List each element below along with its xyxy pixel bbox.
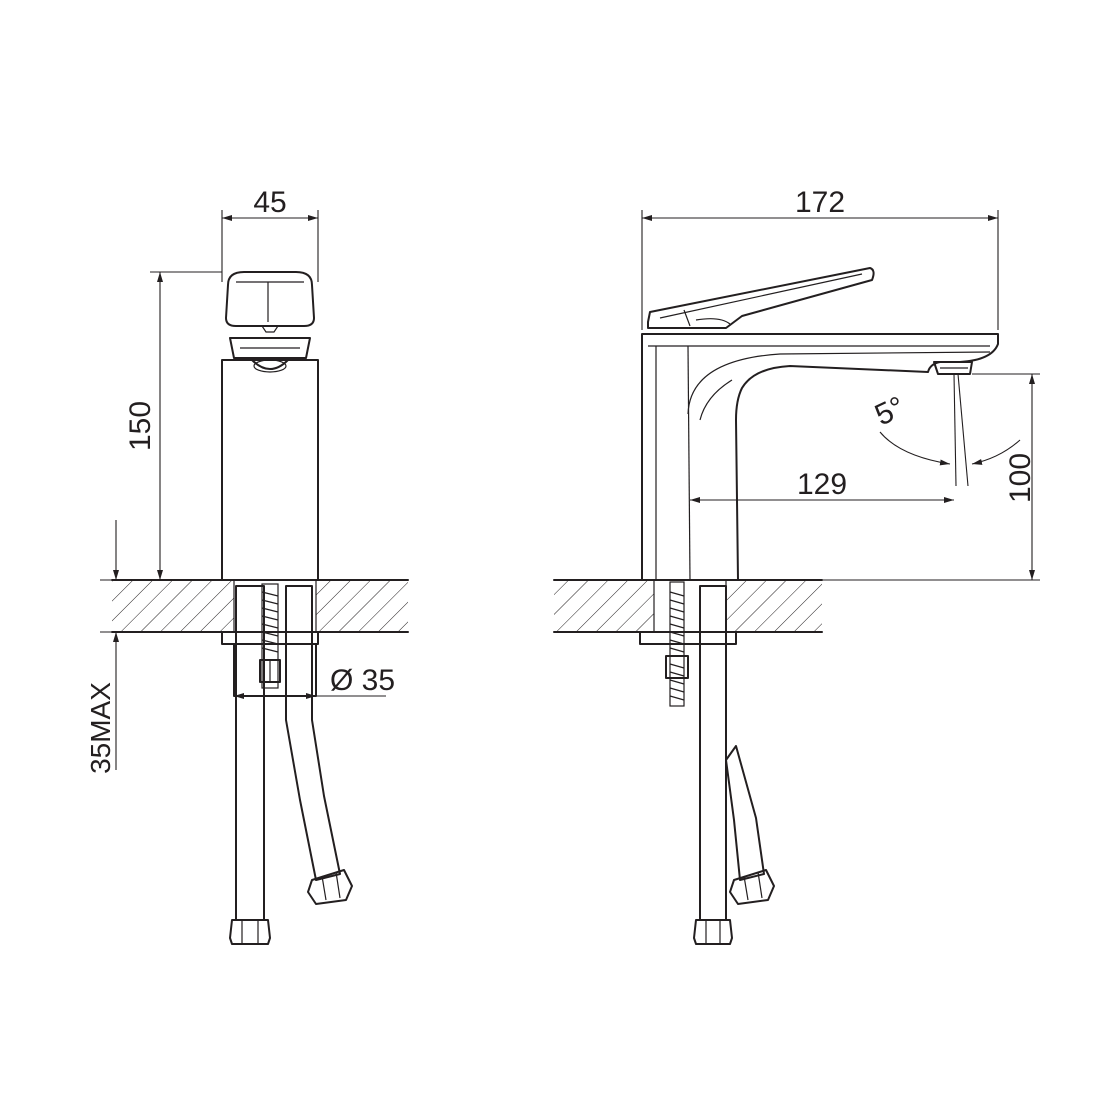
side-length-dimension: 172 — [641, 186, 999, 330]
deck-thickness-label: 35MAX — [85, 682, 116, 774]
front-width-label: 45 — [253, 186, 286, 219]
spout-reach-label: 129 — [797, 468, 847, 501]
spout-reach-dimension: 129 — [690, 468, 954, 503]
front-height-label: 150 — [124, 401, 157, 451]
side-handle — [647, 267, 875, 329]
hole-diameter-dimension: Ø 35 — [234, 664, 395, 699]
hole-diameter-label: Ø 35 — [330, 664, 395, 697]
front-threaded-rod — [236, 579, 281, 689]
front-width-dimension: 45 — [221, 186, 319, 282]
spout-height-dimension: 100 — [822, 373, 1040, 581]
side-length-label: 172 — [795, 186, 845, 219]
front-hoses — [229, 585, 353, 945]
side-countertop — [553, 579, 823, 633]
side-mount-flange — [639, 581, 737, 707]
front-countertop — [111, 579, 409, 633]
side-view: 172 129 100 5° — [553, 186, 1040, 945]
spout-angle-label: 5° — [870, 390, 910, 432]
side-hoses — [693, 585, 775, 945]
front-height-dimension: 150 — [124, 271, 222, 580]
front-faucet-body — [221, 271, 319, 581]
front-view: 45 150 35MAX Ø 35 — [85, 186, 409, 945]
spout-angle-dimension: 5° — [870, 373, 1021, 487]
deck-thickness-dimension: 35MAX — [85, 520, 136, 774]
spout-height-label: 100 — [1004, 453, 1037, 503]
side-faucet-body — [641, 333, 999, 581]
